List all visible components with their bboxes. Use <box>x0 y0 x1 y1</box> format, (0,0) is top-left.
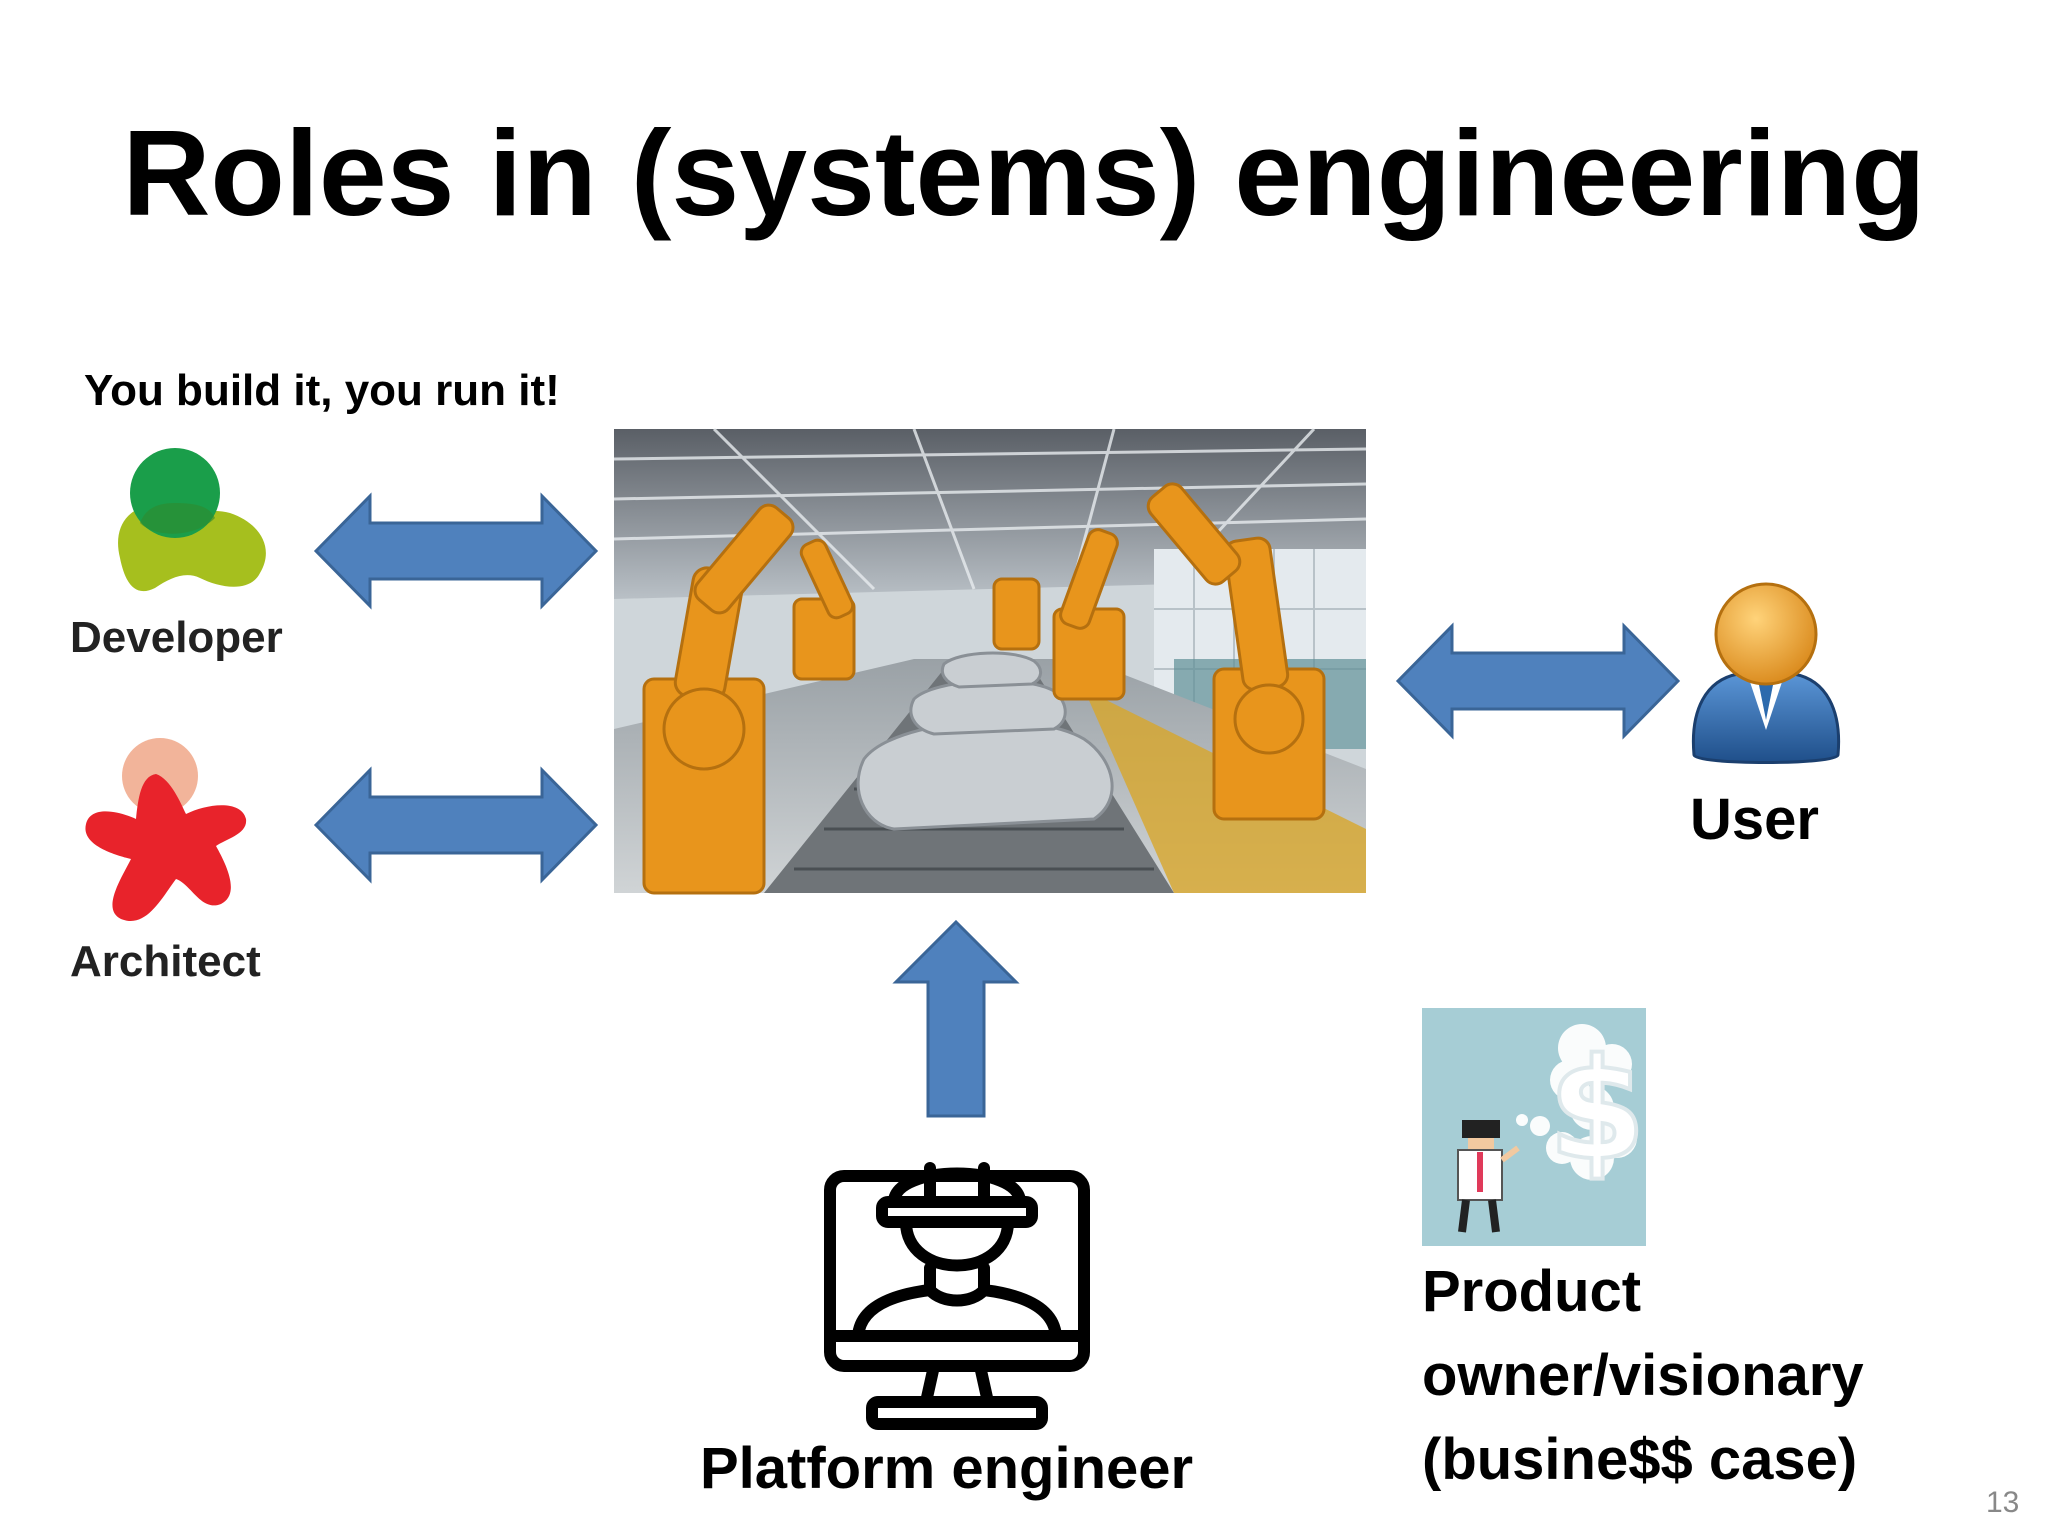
developer-icon <box>118 448 266 592</box>
platform-engineer-icon <box>824 1162 1090 1430</box>
product-owner-label: Product owner/visionary (busine$$ case) <box>1422 1259 1864 1492</box>
page-number: 13 <box>1986 1486 2020 1519</box>
architect-label: Architect <box>70 937 261 986</box>
platform-engineer-label: Platform engineer <box>700 1436 1194 1501</box>
tagline: You build it, you run it! <box>84 366 560 415</box>
user-icon <box>1691 582 1841 764</box>
double-arrow-architect <box>313 766 599 884</box>
up-arrow-platform <box>892 919 1020 1118</box>
factory-assembly-line-image <box>613 427 1367 895</box>
double-arrow-user <box>1395 622 1681 740</box>
svg-text:$: $ <box>1548 1029 1645 1192</box>
developer-label: Developer <box>70 613 283 662</box>
product-owner-image: $ <box>1422 1008 1648 1246</box>
architect-icon <box>85 738 247 921</box>
user-label: User <box>1690 787 1819 852</box>
double-arrow-developer <box>313 492 599 610</box>
slide-title: Roles in (systems) engineering <box>122 105 1926 241</box>
